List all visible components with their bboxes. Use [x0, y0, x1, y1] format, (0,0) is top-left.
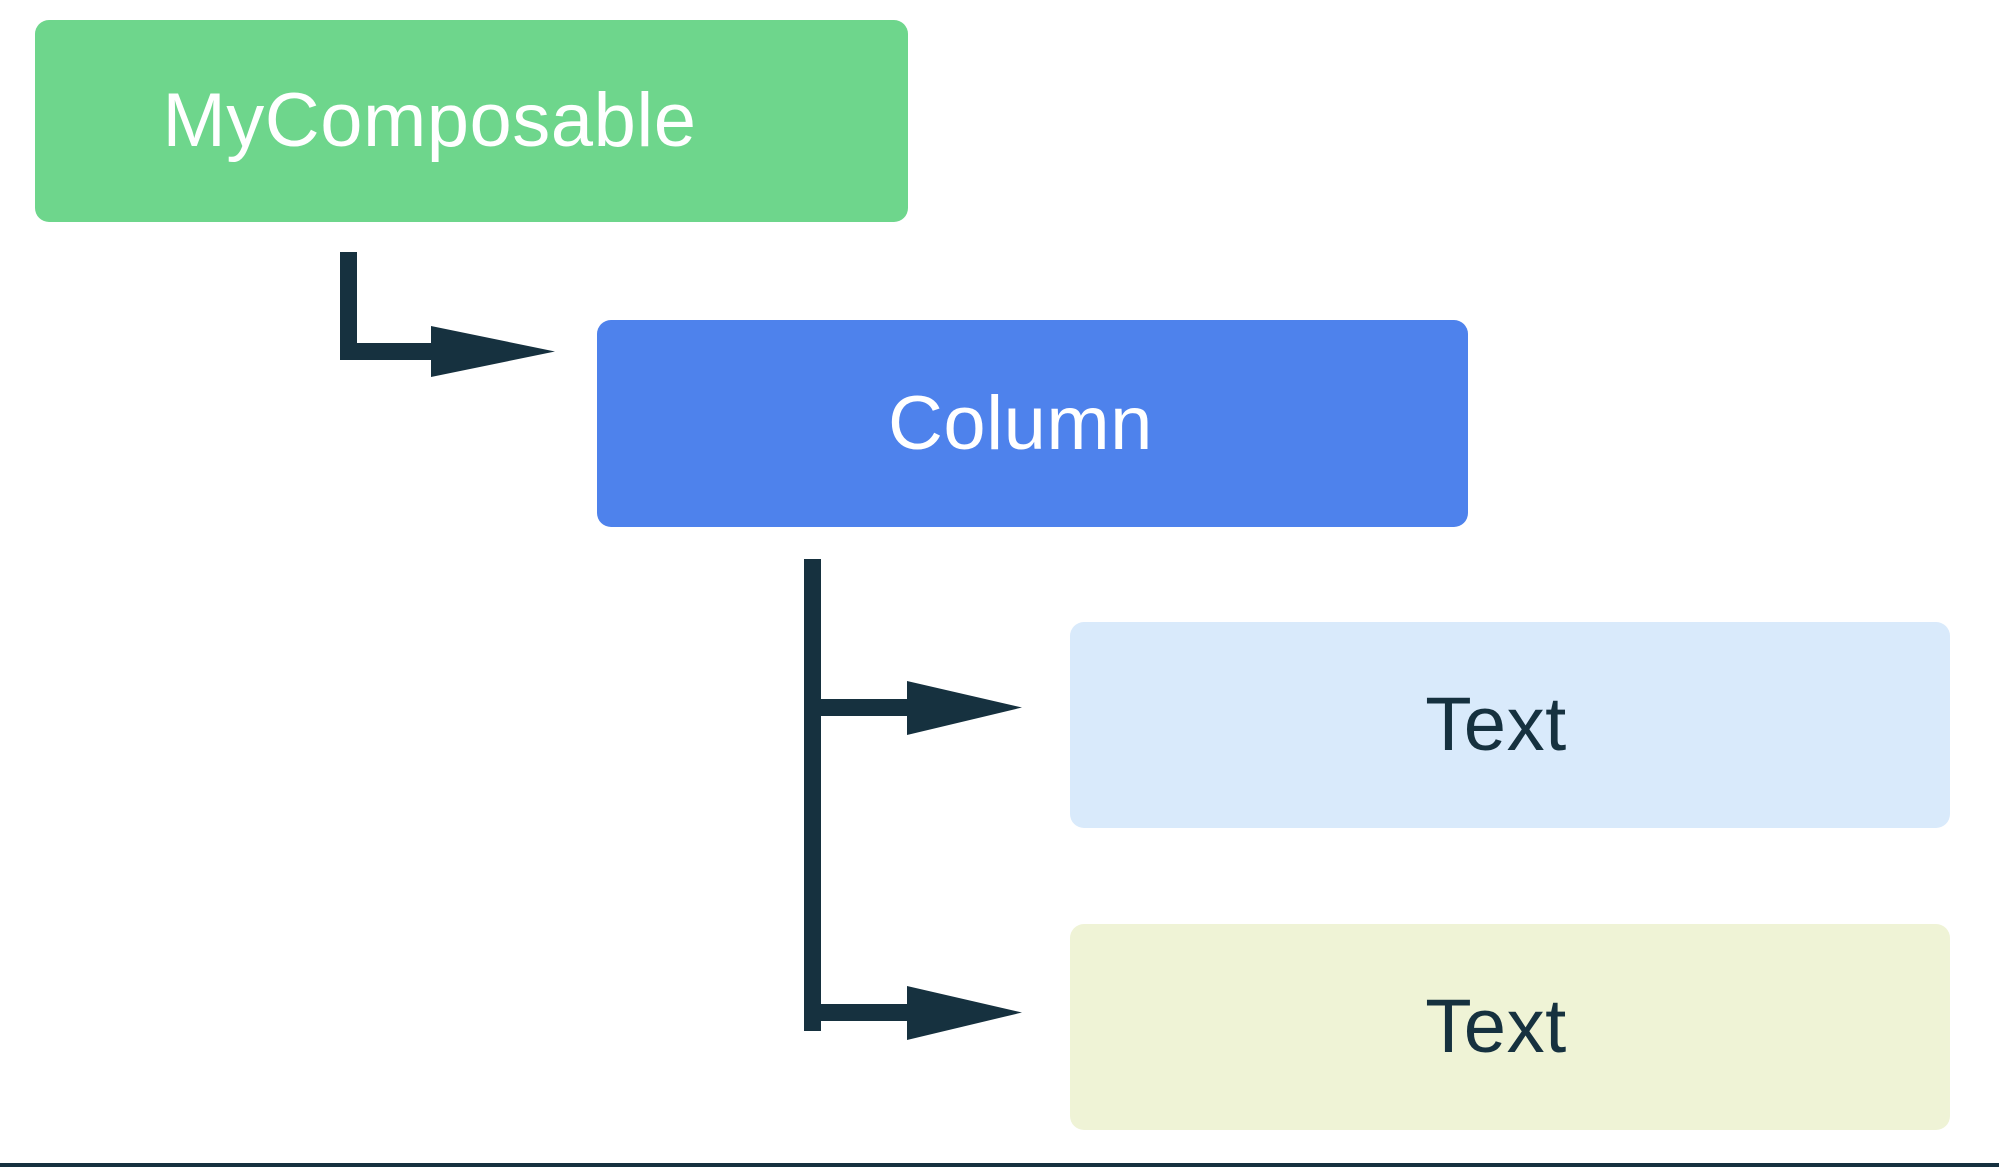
node-column-label: Column	[888, 380, 1153, 466]
bottom-divider	[0, 1163, 1999, 1167]
node-text-2-label: Text	[1425, 984, 1567, 1069]
node-mycomposable-label: MyComposable	[162, 78, 697, 163]
branch-connector-icon-column-to-texts	[804, 559, 1022, 1040]
node-mycomposable[interactable]: MyComposable	[35, 20, 908, 222]
elbow-connector-icon-root-to-column	[340, 252, 555, 377]
arrow-right-icon-text-2	[907, 986, 1022, 1040]
arrow-right-icon	[431, 326, 555, 377]
node-text-1-label: Text	[1425, 682, 1567, 767]
arrow-right-icon-text-1	[907, 681, 1022, 735]
node-text-1[interactable]: Text	[1070, 622, 1950, 828]
node-column[interactable]: Column	[597, 320, 1468, 527]
node-text-2[interactable]: Text	[1070, 924, 1950, 1130]
